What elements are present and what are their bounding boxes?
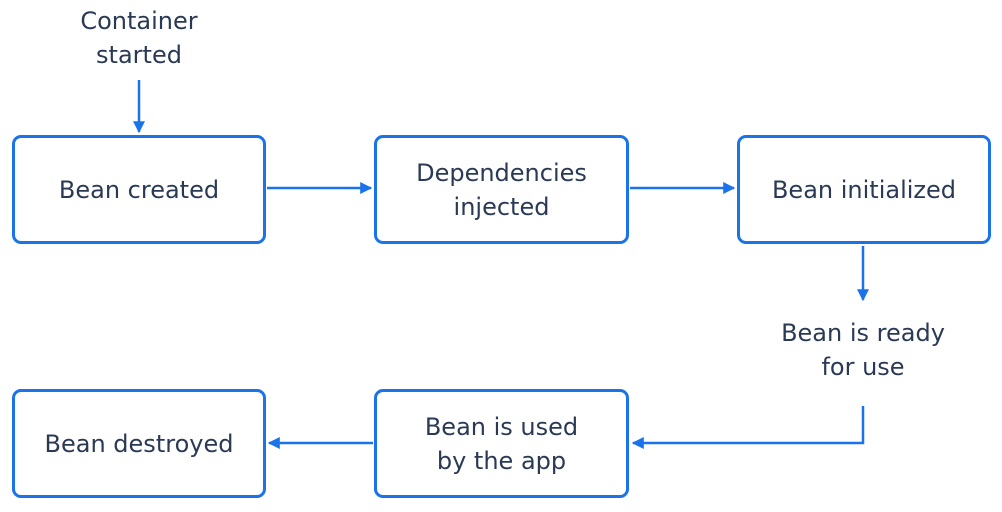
node-bean-created: Bean created [12,135,266,244]
node-container-started: Container started [80,7,198,69]
arrow-ready-to-used [631,406,865,449]
node-bean-ready: Bean is ready for use [781,319,945,381]
node-bean-initialized: Bean initialized [737,135,991,244]
node-bean-destroyed: Bean destroyed [12,389,266,498]
node-bean-used: Bean is used by the app [374,389,629,498]
node-dependencies-injected: Dependencies injected [374,135,629,244]
